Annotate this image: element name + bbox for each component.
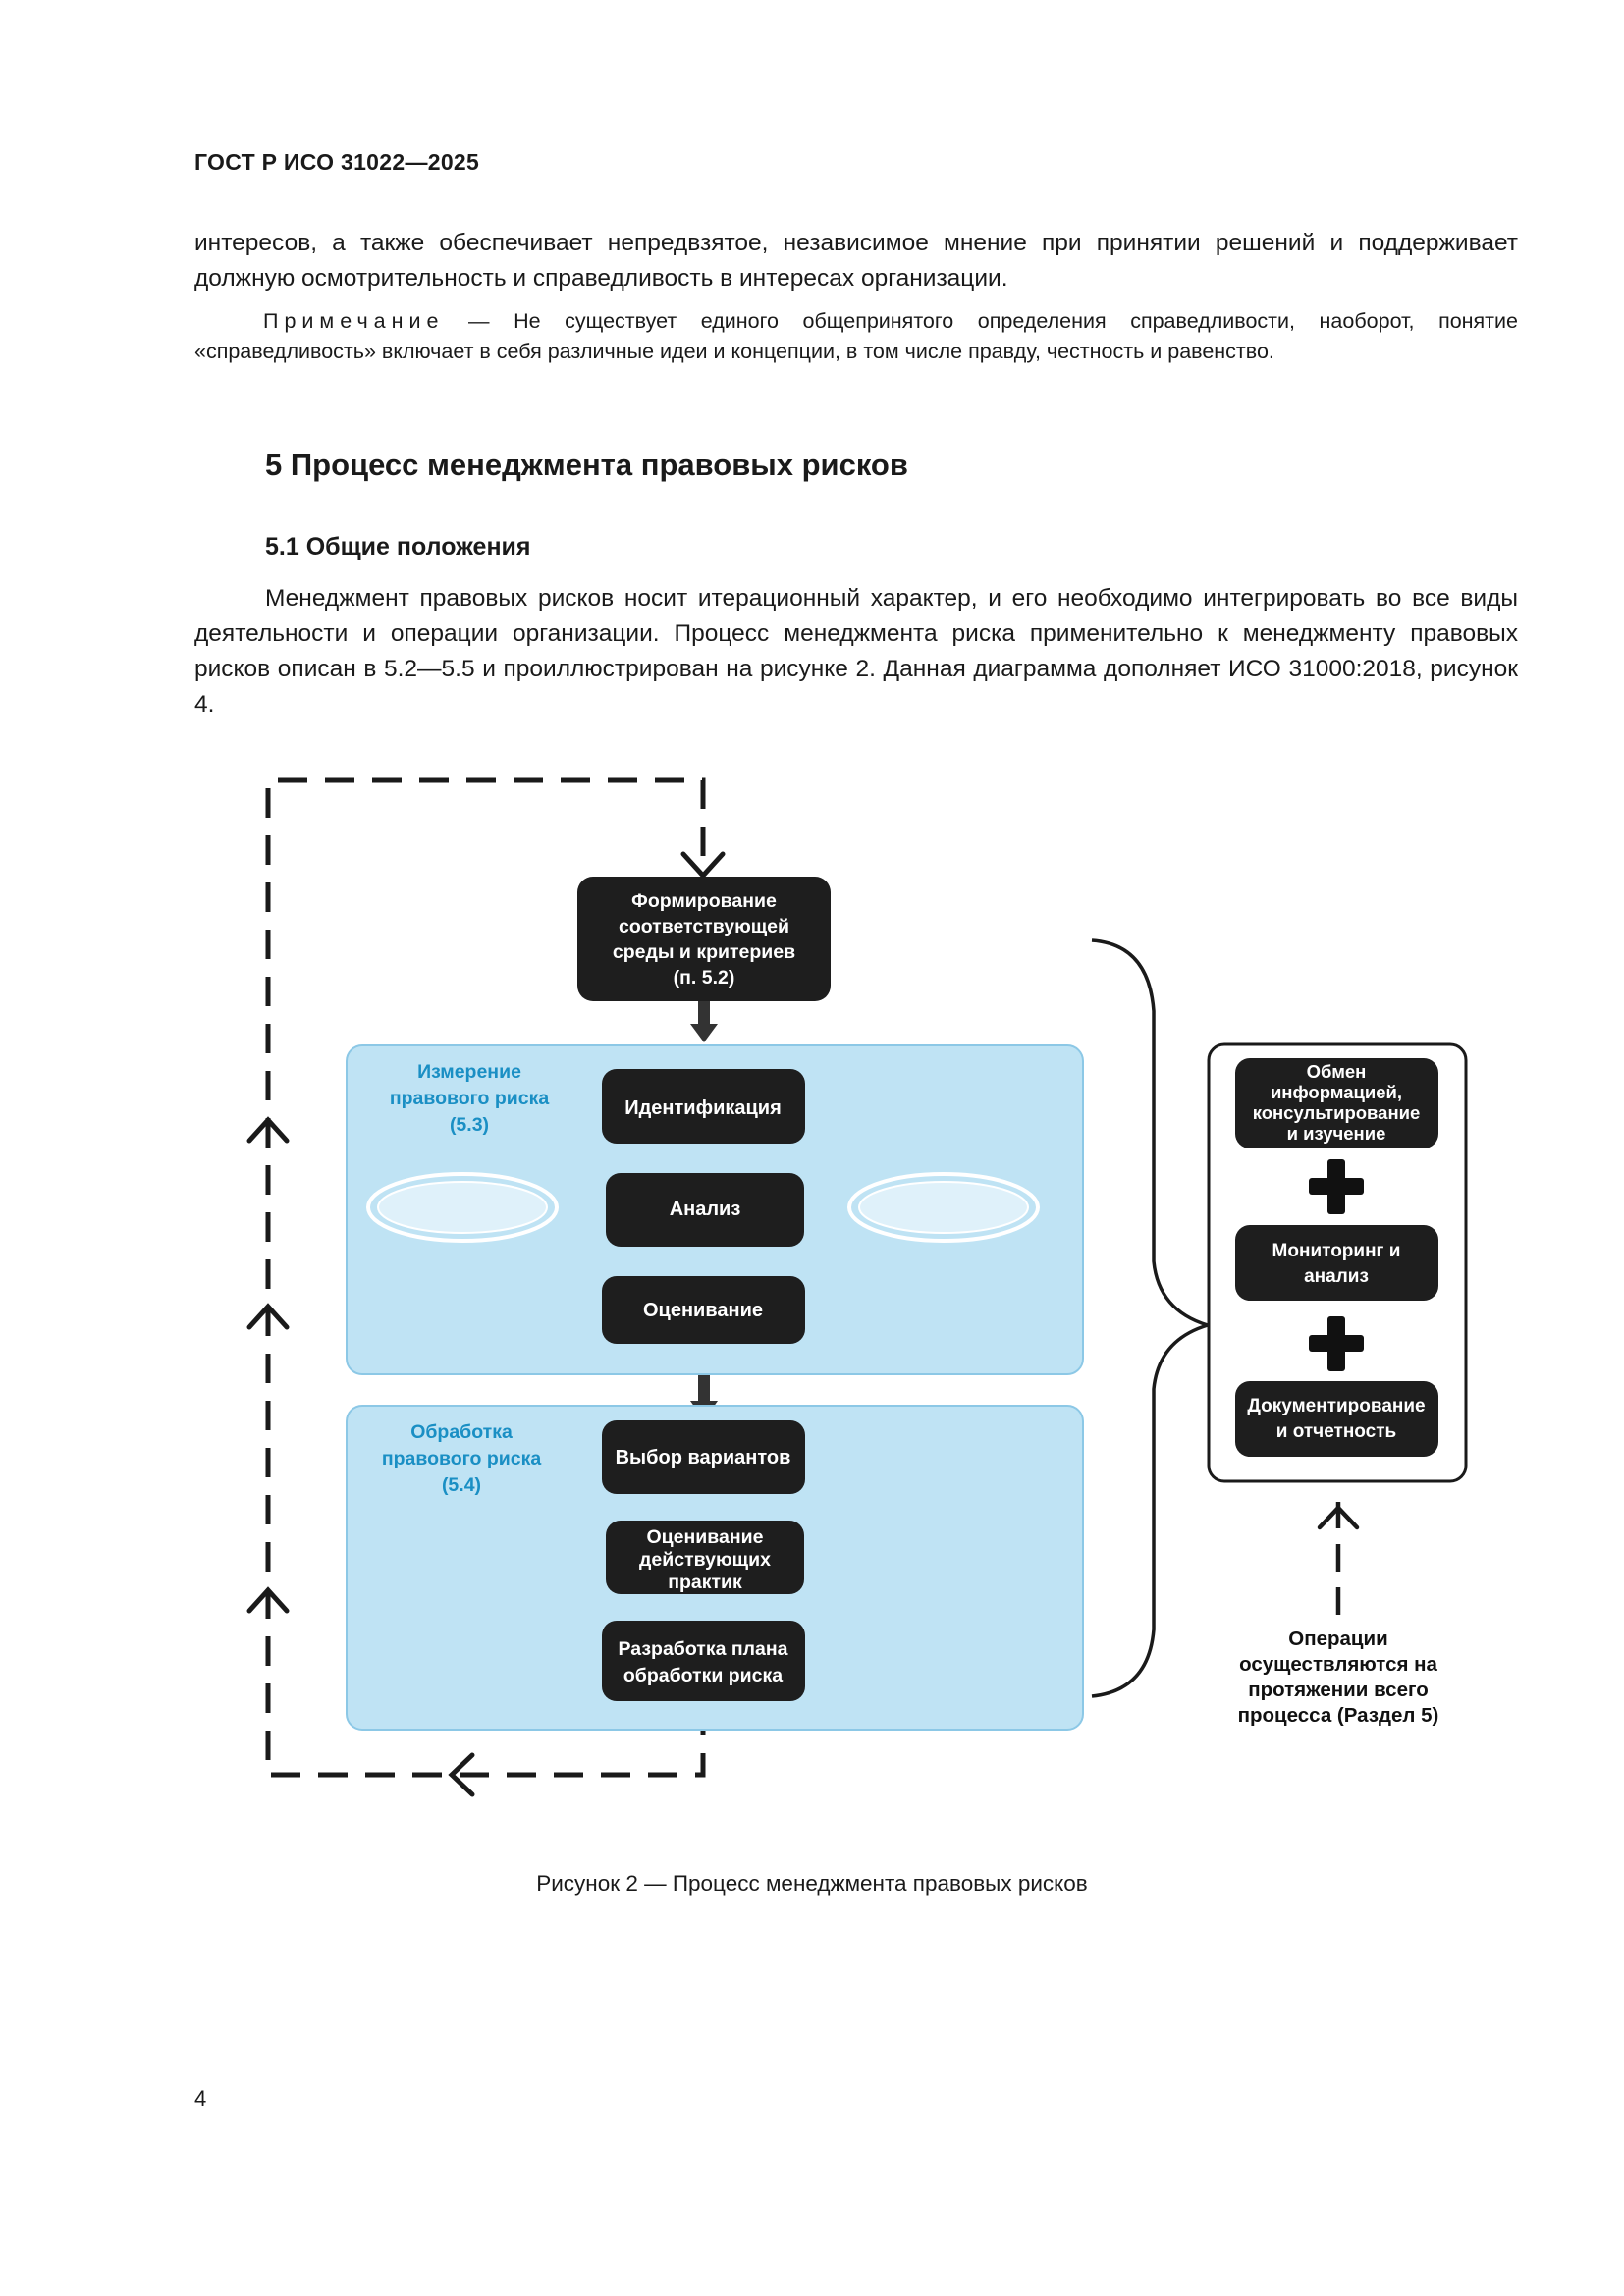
svg-text:и отчетность: и отчетность	[1276, 1421, 1396, 1442]
svg-text:Оценивание: Оценивание	[647, 1526, 764, 1548]
side-panel: Обмен информацией, консультирование и из…	[1207, 1042, 1468, 1483]
step-options: Выбор вариантов	[602, 1420, 805, 1494]
arrow-down-icon	[680, 851, 726, 880]
input-ellipse-right	[847, 1172, 1040, 1243]
svg-text:практик: практик	[668, 1572, 742, 1593]
page-number: 4	[194, 2086, 207, 2110]
step-analysis: Анализ	[606, 1173, 804, 1247]
treatment-label: (5.4)	[442, 1474, 481, 1496]
svg-text:протяжении всего: протяжении всего	[1248, 1679, 1429, 1701]
operations-arrow	[1317, 1502, 1360, 1615]
svg-text:процесса (Раздел 5): процесса (Раздел 5)	[1238, 1704, 1439, 1727]
feedback-loop	[265, 777, 706, 1778]
svg-text:Документирование: Документирование	[1247, 1396, 1425, 1416]
step-identification: Идентификация	[602, 1069, 805, 1144]
note-label: Примечание	[263, 309, 445, 333]
body-paragraph-main: Менеджмент правовых рисков носит итераци…	[194, 585, 1518, 718]
svg-text:и изучение: и изучение	[1287, 1123, 1386, 1144]
arrow-up-icon	[246, 1586, 290, 1614]
step-practices: Оценивание действующих практик	[606, 1521, 804, 1594]
figure-caption: Рисунок 2 — Процесс менеджмента правовых…	[536, 1871, 1088, 1896]
treatment-label: Обработка	[410, 1421, 513, 1443]
svg-text:действующих: действующих	[639, 1549, 771, 1571]
section-title: 5 Процесс менеджмента правовых рисков	[265, 448, 908, 482]
svg-text:Анализ: Анализ	[670, 1199, 741, 1220]
plus-icon	[1309, 1316, 1364, 1371]
note-text: — Не существует единого общепринятого оп…	[194, 309, 1518, 363]
arrow-up-icon	[246, 1116, 290, 1144]
monitoring-box: Мониторинг и анализ	[1235, 1225, 1438, 1301]
input-ellipse-left	[366, 1172, 559, 1243]
svg-text:Разработка плана: Разработка плана	[619, 1638, 788, 1660]
svg-text:среды и критериев: среды и критериев	[613, 941, 795, 963]
note-block: Примечание — Не существует единого общеп…	[194, 306, 1518, 367]
svg-text:Мониторинг и: Мониторинг и	[1272, 1241, 1401, 1261]
operations-note: Операции осуществляются на протяжении вс…	[1238, 1628, 1439, 1727]
treatment-label: правового риска	[382, 1448, 542, 1469]
communication-box: Обмен информацией, консультирование и из…	[1235, 1058, 1438, 1148]
arrow-up-icon	[246, 1303, 290, 1330]
plus-icon	[1309, 1159, 1364, 1214]
measurement-label: правового риска	[390, 1088, 550, 1109]
measurement-label: Измерение	[417, 1061, 521, 1083]
step-plan: Разработка плана обработки риска	[602, 1621, 805, 1701]
measurement-label: (5.3)	[450, 1114, 489, 1136]
body-paragraph-continued: интересов, а также обеспечивает непредвз…	[194, 230, 1518, 292]
svg-text:обработки риска: обработки риска	[623, 1665, 783, 1686]
svg-text:Операции: Операции	[1288, 1628, 1387, 1650]
svg-text:осуществляются на: осуществляются на	[1239, 1653, 1437, 1676]
subsection-title: 5.1 Общие положения	[265, 533, 531, 561]
documentation-box: Документирование и отчетность	[1235, 1381, 1438, 1457]
svg-text:Идентификация: Идентификация	[624, 1097, 782, 1119]
svg-text:(п. 5.2): (п. 5.2)	[674, 967, 735, 988]
svg-text:Обмен: Обмен	[1307, 1061, 1367, 1082]
svg-text:Оценивание: Оценивание	[643, 1300, 763, 1321]
loop-arrowheads	[246, 851, 726, 1797]
svg-text:Выбор вариантов: Выбор вариантов	[616, 1447, 791, 1468]
step-evaluation: Оценивание	[602, 1276, 805, 1344]
arrow-left-icon	[448, 1752, 475, 1797]
bracket	[1091, 938, 1215, 1698]
svg-text:Формирование: Формирование	[631, 890, 777, 912]
context-box: Формирование соответствующей среды и кри…	[577, 877, 831, 1001]
document-header: ГОСТ Р ИСО 31022—2025	[194, 149, 480, 175]
svg-text:анализ: анализ	[1304, 1266, 1369, 1287]
svg-text:информацией,: информацией,	[1271, 1082, 1402, 1102]
svg-text:консультирование: консультирование	[1253, 1102, 1421, 1123]
svg-text:соответствующей: соответствующей	[619, 916, 789, 937]
